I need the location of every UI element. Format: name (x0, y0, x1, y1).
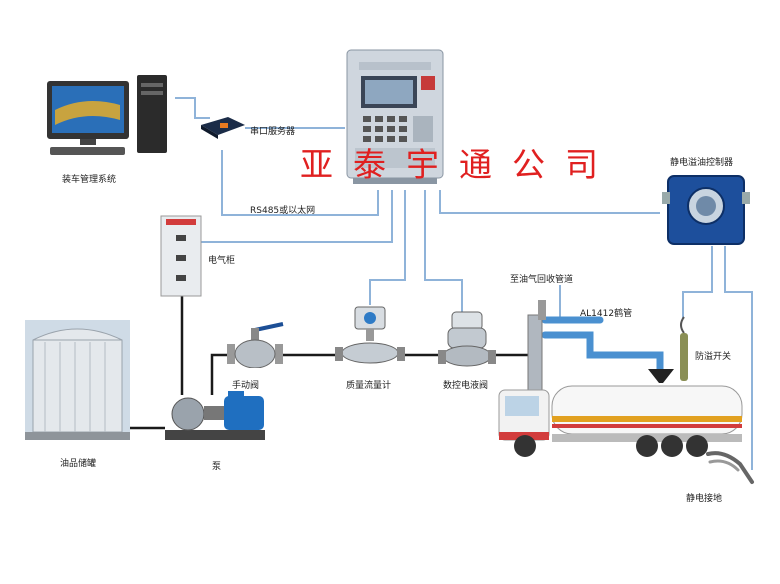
label-static-ground: 静电接地 (686, 494, 723, 504)
label-electric-cabinet: 电气柜 (208, 256, 236, 266)
pipe-pump-valve (210, 353, 230, 395)
batch-controller (345, 48, 445, 188)
label-oil-gas-recovery: 至油气回收管道 (510, 275, 574, 285)
label-computer: 装车管理系统 (62, 175, 117, 185)
label-anti-overflow: 防溢开关 (695, 352, 732, 362)
label-pump: 泵 (212, 462, 222, 472)
label-tank: 油品储罐 (60, 459, 97, 469)
wire-static-controller (439, 190, 660, 214)
anti-overflow-probe (676, 315, 692, 385)
label-control-valve: 数控电液阀 (443, 381, 489, 391)
static-overflow-controller (662, 172, 750, 248)
label-loading-arm: AL1412鹤管 (580, 309, 633, 319)
riser-cap (538, 300, 546, 320)
oil-storage-tank (25, 320, 130, 440)
static-ground-clamp (704, 448, 756, 486)
electric-cabinet (160, 215, 202, 297)
label-static-controller: 静电溢油控制器 (670, 158, 734, 168)
wire-flowmeter (369, 190, 406, 305)
manual-valve (225, 318, 285, 369)
tanker-truck (497, 380, 752, 460)
mass-flow-meter (335, 305, 405, 370)
loading-arm-lower (541, 331, 664, 376)
wire-rs485 (221, 150, 379, 216)
loading-funnel (648, 368, 674, 383)
management-computer (45, 75, 175, 165)
wire-computer-serial (175, 97, 210, 119)
label-flow-meter: 质量流量计 (346, 381, 392, 391)
control-valve (438, 310, 496, 370)
pump (160, 390, 270, 445)
wire-electric-cabinet (200, 190, 393, 243)
wire-control-valve (424, 190, 463, 312)
serial-server (198, 115, 248, 140)
company-name: 亚泰宇通公司 (300, 145, 618, 184)
label-rs485: RS485或以太网 (250, 206, 316, 216)
label-manual-valve: 手动阀 (232, 381, 260, 391)
wire-anti-overflow (682, 246, 713, 318)
label-serial-server: 串口服务器 (250, 127, 296, 137)
wire-static-ground (724, 246, 753, 470)
